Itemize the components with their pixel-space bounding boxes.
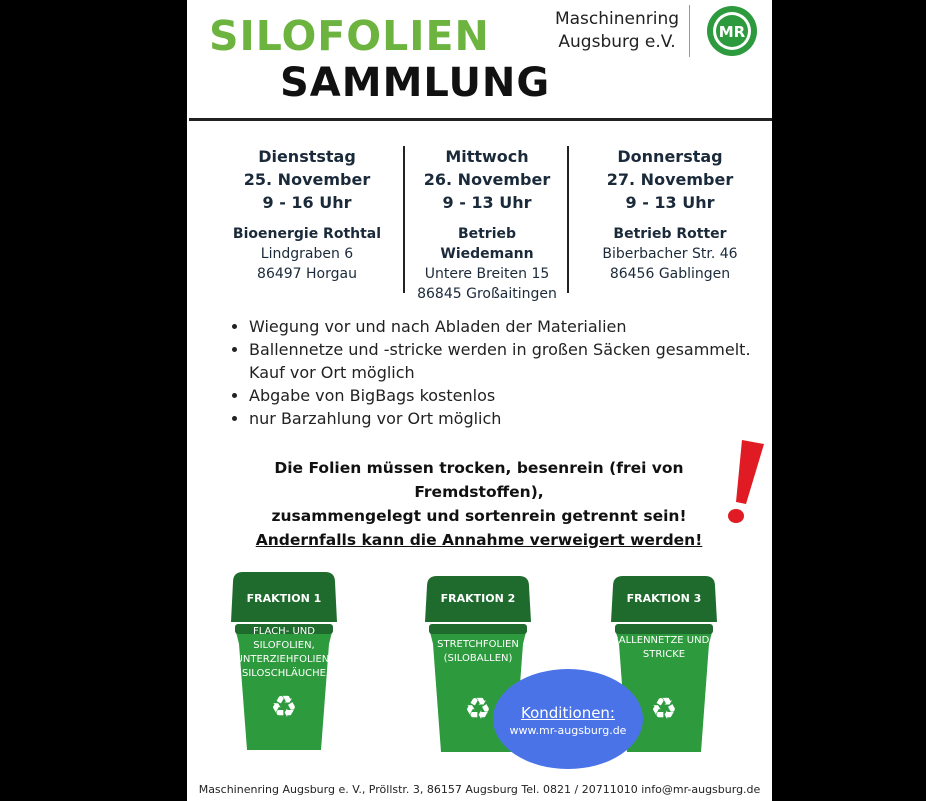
bin-content: STRETCHFOLIEN (SILOBALLEN) xyxy=(437,639,519,664)
time: 9 - 13 Uhr xyxy=(625,193,715,212)
mr-logo: MR xyxy=(707,6,757,56)
website-link[interactable]: www.mr-augsburg.de xyxy=(509,724,627,737)
date: 27. November xyxy=(606,170,734,189)
bin-label: FRAKTION 2 xyxy=(440,592,516,605)
header-divider xyxy=(689,5,690,57)
org-line-1: Maschinenring xyxy=(554,9,680,29)
bin-content: BALLENNETZE UND -STRICKE xyxy=(611,635,717,660)
title-sammlung: SAMMLUNG xyxy=(280,60,551,106)
location-name: Bioenergie Rothtal xyxy=(232,226,382,242)
time: 9 - 16 Uhr xyxy=(262,193,352,212)
day: Donnerstag xyxy=(617,147,723,166)
location-city: 86845 Großaitingen xyxy=(417,286,557,302)
warning-line-3: Andernfalls kann die Annahme verweigert … xyxy=(255,531,703,549)
bin-label: FRAKTION 3 xyxy=(626,592,702,605)
date-column-3: Donnerstag 27. November 9 - 13 Uhr Betri… xyxy=(587,145,753,284)
location-city: 86456 Gablingen xyxy=(609,266,731,282)
location-street: Lindgraben 6 xyxy=(260,246,354,262)
konditionen-link[interactable]: Konditionen: xyxy=(521,704,615,722)
location-name: Betrieb Wiedemann xyxy=(440,226,534,262)
konditionen-bubble[interactable]: Konditionen: www.mr-augsburg.de xyxy=(493,669,643,769)
time: 9 - 13 Uhr xyxy=(442,193,532,212)
recycle-icon: ♻ xyxy=(270,690,298,725)
title-silofolien: SILOFOLIEN xyxy=(209,12,490,60)
recycle-icon: ♻ xyxy=(464,692,492,727)
date: 25. November xyxy=(243,170,371,189)
location-name: Betrieb Rotter xyxy=(613,226,727,242)
day: Mittwoch xyxy=(445,147,529,166)
location-street: Biberbacher Str. 46 xyxy=(602,246,738,262)
bin-fraktion-1: FRAKTION 1 FLACH- UND SILOFOLIEN, UNTERZ… xyxy=(229,572,339,752)
bin-shape xyxy=(231,572,337,750)
info-bullet-list: Wiegung vor und nach Abladen der Materia… xyxy=(227,315,789,430)
bullet-item: Abgabe von BigBags kostenlos xyxy=(249,384,789,407)
bin-label: FRAKTION 1 xyxy=(246,592,322,605)
date-column-2: Mittwoch 26. November 9 - 13 Uhr Betrieb… xyxy=(411,145,563,304)
warning-line-2: zusammengelegt und sortenrein getrennt s… xyxy=(271,507,687,525)
warning-text: Die Folien müssen trocken, besenrein (fr… xyxy=(209,456,749,552)
column-divider-2 xyxy=(567,146,569,293)
bullet-item: Wiegung vor und nach Abladen der Materia… xyxy=(249,315,789,338)
bullet-item: nur Barzahlung vor Ort möglich xyxy=(249,407,789,430)
header-rule xyxy=(189,118,772,121)
location-street: Untere Breiten 15 xyxy=(424,266,550,282)
flyer-page: SILOFOLIEN SAMMLUNG Maschinenring Augsbu… xyxy=(187,0,772,801)
date-column-1: Dienststag 25. November 9 - 16 Uhr Bioen… xyxy=(231,145,383,284)
day: Dienststag xyxy=(258,147,356,166)
organization-name: Maschinenring Augsburg e.V. xyxy=(547,8,687,54)
warning-line-1: Die Folien müssen trocken, besenrein (fr… xyxy=(274,459,684,501)
org-line-2: Augsburg e.V. xyxy=(558,32,676,52)
bin-content: FLACH- UND SILOFOLIEN, UNTERZIEHFOLIEN, … xyxy=(235,626,333,679)
date: 26. November xyxy=(423,170,551,189)
logo-text: MR xyxy=(719,23,746,41)
footer-contact: Maschinenring Augsburg e. V., Pröllstr. … xyxy=(198,783,761,796)
bullet-item: Ballennetze und -stricke werden in große… xyxy=(249,338,789,384)
recycle-icon: ♻ xyxy=(650,692,678,727)
column-divider-1 xyxy=(403,146,405,293)
exclamation-icon xyxy=(728,440,764,523)
location-city: 86497 Horgau xyxy=(257,266,357,282)
